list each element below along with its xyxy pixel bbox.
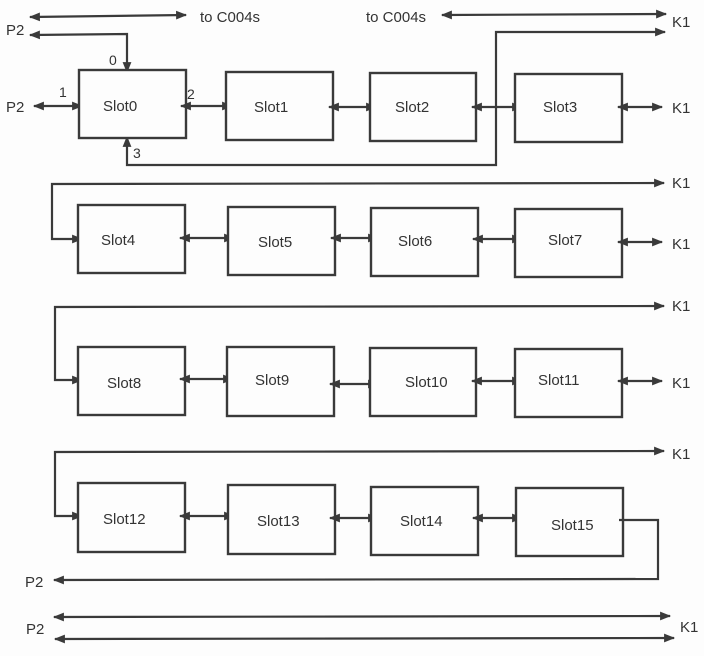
slot0-port-0: 0 (109, 52, 117, 68)
slot-label: Slot5 (258, 234, 292, 251)
slot-label: Slot3 (543, 99, 577, 116)
link-k1-slot12 (53, 446, 666, 521)
bus-p2-k1-upper (52, 611, 672, 622)
slot-box: Slot15 (514, 486, 625, 558)
label-p2: P2 (26, 621, 44, 638)
slot-label: Slot15 (551, 517, 594, 534)
slot-box: Slot11 (513, 347, 624, 419)
slot-label: Slot12 (103, 511, 146, 528)
bus-p2-k1-lower (53, 633, 676, 644)
label-k1: K1 (672, 14, 690, 31)
slot-label: Slot2 (395, 99, 429, 116)
slot-box: Slot12 (76, 481, 187, 554)
slot-box: Slot0 (77, 68, 188, 140)
slot-box: Slot5 (226, 205, 337, 277)
link-slot15-p2 (52, 518, 660, 585)
slot-box: Slot4 (76, 203, 187, 275)
label-to-c004s-left: to C004s (200, 9, 260, 26)
slot-box: Slot8 (76, 345, 187, 417)
slot-box: Slot6 (369, 206, 480, 278)
slot-box: Slot9 (225, 345, 336, 418)
slot-label: Slot11 (538, 372, 579, 389)
slot-label: Slot6 (398, 233, 432, 250)
label-to-c004s-right: to C004s (366, 9, 426, 26)
slot-label: Slot0 (103, 98, 137, 115)
label-p2: P2 (6, 99, 24, 116)
slot-box: Slot1 (224, 70, 335, 142)
slot-label: Slot9 (255, 372, 289, 389)
label-p2: P2 (25, 574, 43, 591)
label-k1: K1 (672, 236, 690, 253)
slot-label: Slot8 (107, 375, 141, 392)
label-k1: K1 (672, 375, 690, 392)
label-k1: K1 (672, 446, 690, 463)
label-k1: K1 (672, 298, 690, 315)
slot-box: Slot2 (368, 71, 478, 143)
slot-label: Slot4 (101, 232, 135, 249)
slot-label: Slot14 (400, 513, 443, 530)
slot-box: Slot10 (368, 346, 478, 418)
slot0-port-1: 1 (59, 84, 67, 100)
label-k1: K1 (672, 175, 690, 192)
slot-label: Slot13 (257, 513, 300, 530)
label-k1: K1 (680, 619, 698, 636)
bus-c004s-to-k1 (440, 9, 668, 20)
slot0-port-2: 2 (187, 86, 195, 102)
slot-box: Slot13 (226, 483, 337, 556)
bus-p2-to-c004s (28, 10, 188, 22)
slot-label: Slot1 (254, 99, 288, 116)
slot-box: Slot14 (369, 485, 480, 557)
label-k1: K1 (672, 100, 690, 117)
slot-box: Slot7 (513, 207, 624, 279)
link-k1-slot8 (53, 301, 666, 385)
slot-box: Slot3 (513, 72, 624, 144)
slot-label: Slot7 (548, 232, 582, 249)
link-k1-slot4 (50, 178, 666, 244)
label-p2: P2 (6, 22, 24, 39)
slot0-port-3: 3 (133, 145, 141, 161)
link-k1-slot0-port3 (122, 27, 667, 167)
slot-label: Slot10 (405, 374, 448, 391)
